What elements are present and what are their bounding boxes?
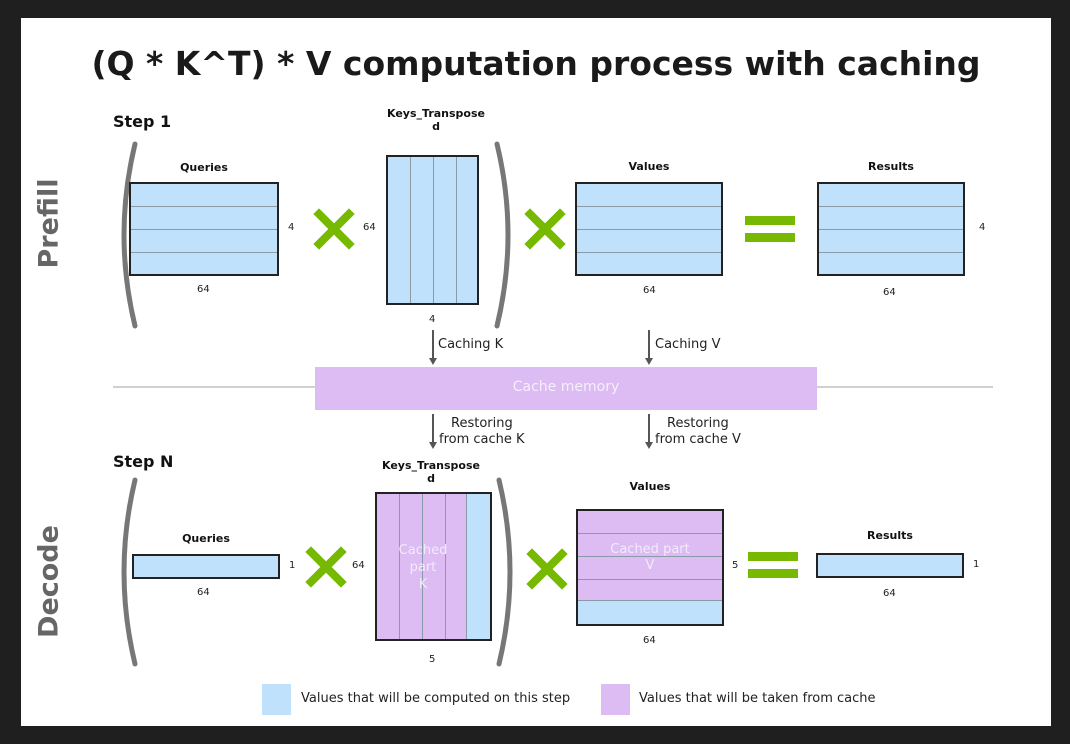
step1-results-rows: 4: [979, 222, 986, 233]
stepn-keys-cached-l2: part: [409, 560, 437, 575]
stepn-values-cols: 64: [643, 635, 656, 646]
step1-keys-label-line1: Keys_Transpose: [387, 107, 485, 120]
stepn-queries-matrix: [132, 554, 280, 579]
restoring-k-label-line2: from cache K: [439, 432, 525, 447]
multiply-icon: [524, 208, 566, 250]
stepn-values-cached-l2: V: [645, 558, 655, 573]
left-parenthesis-step1: [121, 141, 138, 329]
stepn-queries-rows: 1: [289, 560, 296, 571]
diagram-canvas: (Q * K^T) * V computation process with c…: [21, 18, 1051, 726]
multiply-icon: [526, 548, 568, 590]
stepn-values-rows: 5: [732, 560, 739, 571]
step1-keys-rows: 64: [363, 222, 376, 233]
decode-section-label: Decode: [33, 525, 65, 638]
step1-values-label: Values: [628, 160, 670, 173]
prefill-section-label: Prefill: [33, 178, 65, 269]
stepn-keys-cached-l1: Cached: [398, 543, 448, 558]
stepn-keys-rows: 64: [352, 560, 365, 571]
diagram-title: (Q * K^T) * V computation process with c…: [91, 44, 981, 83]
step1-keys-cols: 4: [429, 314, 436, 325]
step1-queries-matrix: [129, 182, 279, 276]
right-parenthesis-step1: [494, 141, 511, 329]
restoring-v-label-line1: Restoring: [667, 416, 729, 431]
stepn-values-label: Values: [629, 480, 671, 493]
caching-v-arrow: [648, 330, 650, 360]
step1-keys-label-line2: d: [432, 120, 440, 133]
equals-icon: [745, 216, 795, 242]
equals-icon: [748, 552, 798, 578]
caching-k-arrow: [432, 330, 434, 360]
stepn-keys-matrix: Cached part K: [375, 492, 492, 641]
step1-queries-cols: 64: [197, 284, 210, 295]
stepn-keys-label-line2: d: [427, 472, 435, 485]
stepn-queries-label: Queries: [182, 532, 230, 545]
restoring-v-arrow-head: [645, 442, 653, 449]
step-1-label: Step 1: [113, 112, 172, 131]
stepn-queries-cols: 64: [197, 587, 210, 598]
step1-results-label: Results: [868, 160, 914, 173]
restoring-k-arrow-head: [429, 442, 437, 449]
stepn-results-label: Results: [867, 529, 913, 542]
right-parenthesis-stepn: [496, 477, 513, 667]
stepn-results-matrix: [816, 553, 964, 578]
caching-v-arrow-head: [645, 358, 653, 365]
restoring-k-arrow: [432, 414, 434, 444]
stepn-results-cols: 64: [883, 588, 896, 599]
step1-queries-label: Queries: [180, 161, 228, 174]
stepn-keys-cols: 5: [429, 654, 436, 665]
stepn-results-rows: 1: [973, 559, 980, 570]
cache-memory-bar: Cache memory: [315, 367, 817, 410]
caching-k-label: Caching K: [438, 337, 504, 352]
legend-computed-label: Values that will be computed on this ste…: [301, 691, 571, 706]
step1-queries-rows: 4: [288, 222, 295, 233]
multiply-icon: [305, 546, 347, 588]
step1-values-matrix: [575, 182, 723, 276]
legend-computed-swatch: [262, 684, 291, 715]
legend-cached-label: Values that will be taken from cache: [639, 691, 876, 706]
cache-memory-label: Cache memory: [512, 379, 620, 395]
step-n-label: Step N: [113, 452, 174, 471]
stepn-values-matrix: Cached part V: [576, 509, 724, 626]
step1-keys-matrix: [386, 155, 479, 305]
restoring-k-label-line1: Restoring: [451, 416, 513, 431]
multiply-icon: [313, 208, 355, 250]
left-parenthesis-stepn: [121, 477, 138, 667]
step1-values-cols: 64: [643, 285, 656, 296]
caching-k-arrow-head: [429, 358, 437, 365]
step1-results-cols: 64: [883, 287, 896, 298]
stepn-keys-label-line1: Keys_Transpose: [382, 459, 480, 472]
restoring-v-arrow: [648, 414, 650, 444]
restoring-v-label-line2: from cache V: [655, 432, 741, 447]
legend-cached-swatch: [601, 684, 630, 715]
caching-v-label: Caching V: [655, 337, 721, 352]
step1-results-matrix: [817, 182, 965, 276]
stepn-keys-cached-l3: K: [418, 577, 428, 592]
stepn-values-cached-l1: Cached part: [610, 542, 690, 557]
